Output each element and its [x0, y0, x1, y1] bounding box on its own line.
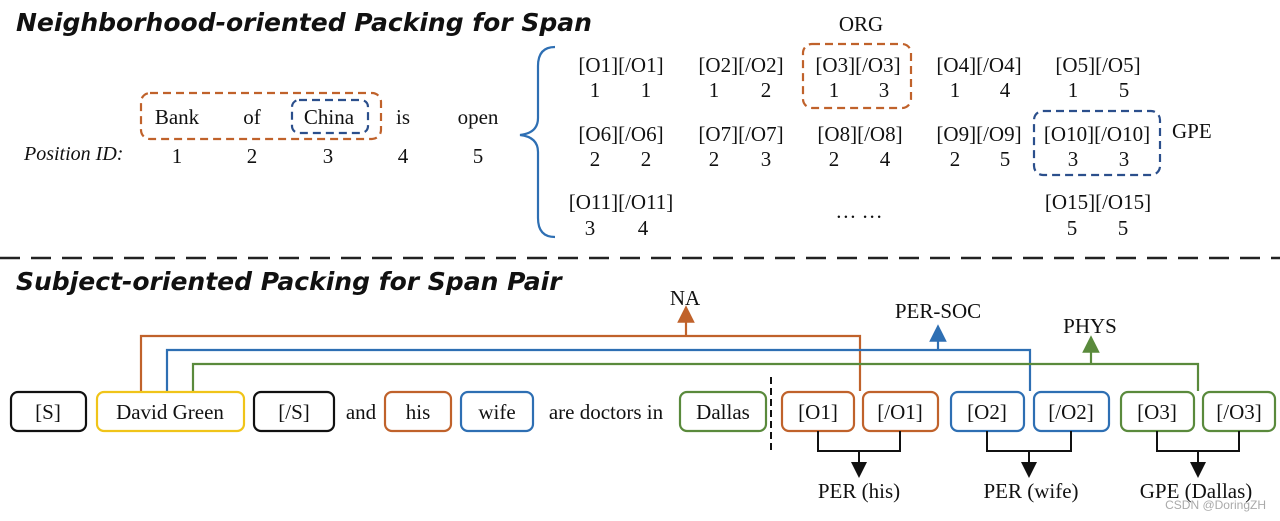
curly-brace [519, 45, 556, 239]
marker-pair: [O6][/O6] [578, 122, 663, 146]
watermark: CSDN @DoringZH [1165, 498, 1266, 512]
token-box-s-close [252, 390, 336, 433]
marker-pair: [O4][/O4] [936, 53, 1021, 77]
marker-start-id: 2 [950, 147, 961, 171]
org-span-box [139, 91, 383, 141]
token-subject: David Green [116, 400, 224, 424]
marker-pair: [O15][/O15] [1045, 190, 1151, 214]
token-box-his [383, 390, 453, 433]
word-is: is [396, 105, 410, 129]
entity-label-wife: PER (wife) [983, 479, 1078, 503]
ellipsis: … … [835, 199, 882, 223]
marker-pair: [O3][/O3] [815, 53, 900, 77]
marker-start-id: 2 [829, 147, 840, 171]
token-box-dallas [678, 390, 768, 433]
relation-na-label: NA [670, 286, 701, 310]
position-id-4: 4 [398, 144, 409, 168]
entity-bracket-wife [986, 431, 1072, 452]
word-of: of [243, 105, 261, 129]
word-china: China [304, 105, 355, 129]
phys-connector [191, 362, 1200, 391]
marker-end-id: 4 [880, 147, 891, 171]
entity-label-dallas: GPE (Dallas) [1140, 479, 1253, 503]
marker-end-id: 1 [641, 78, 652, 102]
gpe-span-box [290, 98, 370, 135]
token-o3: [O3] [1137, 400, 1177, 424]
marker-pair: [O8][/O8] [817, 122, 902, 146]
per-soc-connector [165, 348, 1032, 391]
word-bank: Bank [155, 105, 200, 129]
token-s-close: [/S] [278, 400, 310, 424]
org-marker-box [801, 42, 913, 110]
token-dallas: Dallas [696, 400, 750, 424]
position-id-3: 3 [323, 144, 334, 168]
marker-end-id: 3 [1119, 147, 1130, 171]
marker-start-id: 2 [709, 147, 720, 171]
token-are-doctors-in: are doctors in [549, 400, 664, 424]
position-id-1: 1 [172, 144, 183, 168]
token-s-open: [S] [35, 400, 61, 424]
relation-per-soc-label: PER-SOC [895, 299, 981, 323]
marker-start-id: 2 [590, 147, 601, 171]
entity-label-his: PER (his) [818, 479, 900, 503]
token-and: and [346, 400, 377, 424]
marker-pair: [O7][/O7] [698, 122, 783, 146]
token-o2-close: [/O2] [1048, 400, 1094, 424]
token-his: his [406, 400, 431, 424]
marker-end-id: 4 [1000, 78, 1011, 102]
org-label: ORG [839, 12, 883, 36]
relation-phys-label: PHYS [1063, 314, 1117, 338]
position-id-5: 5 [473, 144, 484, 168]
marker-start-id: 1 [829, 78, 840, 102]
token-o1-close: [/O1] [877, 400, 923, 424]
marker-pair: [O1][/O1] [578, 53, 663, 77]
bottom-heading: Subject-oriented Packing for Span Pair [16, 267, 563, 296]
token-o1: [O1] [798, 400, 838, 424]
marker-pair: [O10][/O10] [1044, 122, 1150, 146]
marker-start-id: 1 [590, 78, 601, 102]
marker-end-id: 4 [638, 216, 649, 240]
top-heading: Neighborhood-oriented Packing for Span [16, 8, 592, 37]
token-box-wife [459, 390, 535, 433]
entity-bracket-his [817, 431, 901, 452]
marker-pair: [O5][/O5] [1055, 53, 1140, 77]
word-open: open [458, 105, 499, 129]
marker-end-id: 5 [1000, 147, 1011, 171]
token-box-s-open [9, 390, 88, 433]
token-o3-close: [/O3] [1216, 400, 1262, 424]
marker-start-id: 1 [950, 78, 961, 102]
token-box-subject [95, 390, 246, 433]
marker-end-id: 3 [879, 78, 890, 102]
marker-end-id: 3 [761, 147, 772, 171]
token-wife: wife [478, 400, 515, 424]
marker-start-id: 5 [1067, 216, 1078, 240]
position-id-label: Position ID: [23, 143, 123, 165]
marker-start-id: 1 [709, 78, 720, 102]
marker-end-id: 5 [1119, 78, 1130, 102]
marker-end-id: 2 [761, 78, 772, 102]
entity-bracket-dallas [1156, 431, 1240, 452]
position-id-2: 2 [247, 144, 258, 168]
marker-pair: [O11][/O11] [569, 190, 674, 214]
marker-start-id: 3 [585, 216, 596, 240]
marker-end-id: 5 [1118, 216, 1129, 240]
marker-start-id: 1 [1068, 78, 1079, 102]
marker-end-id: 2 [641, 147, 652, 171]
gpe-marker-box [1032, 109, 1162, 177]
marker-pair: [O2][/O2] [698, 53, 783, 77]
marker-pair: [O9][/O9] [936, 122, 1021, 146]
gpe-label: GPE [1172, 119, 1212, 143]
token-o2: [O2] [967, 400, 1007, 424]
marker-start-id: 3 [1068, 147, 1079, 171]
